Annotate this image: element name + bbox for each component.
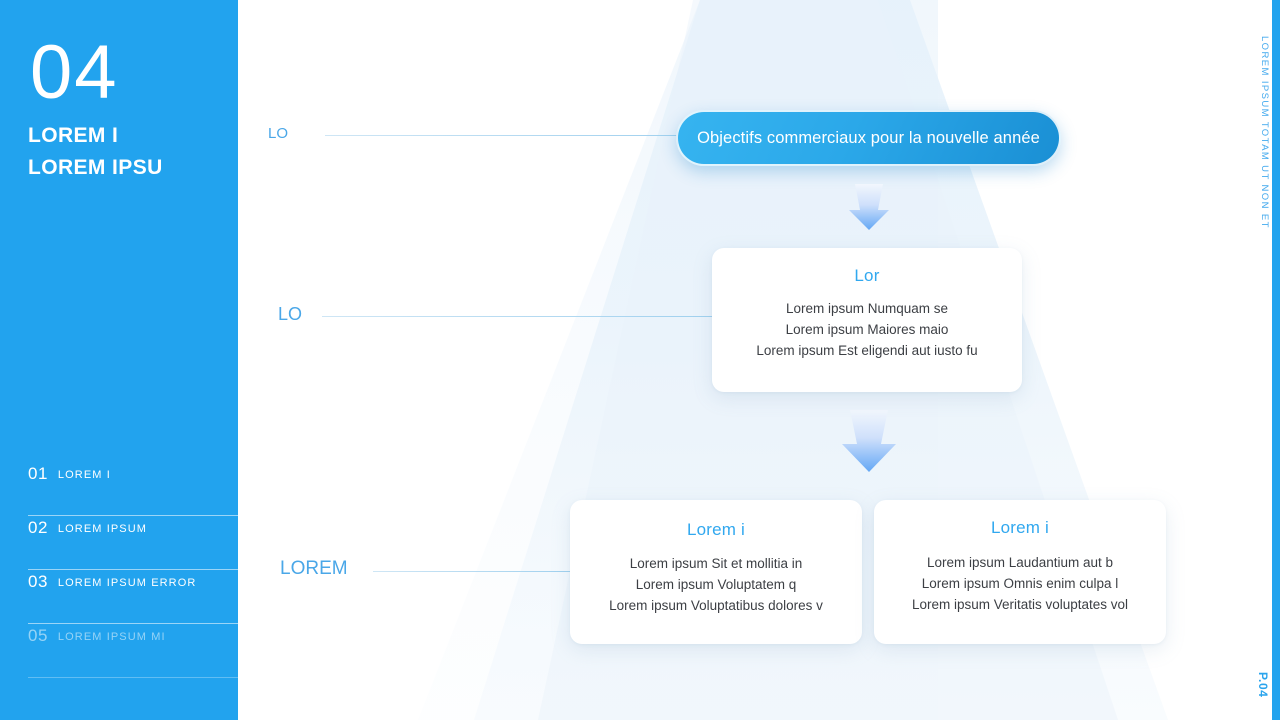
sidebar-item-01[interactable]: 01 LOREM I <box>28 462 238 516</box>
sidebar-item-03-number: 03 <box>28 572 48 591</box>
sidebar-item-02-number: 02 <box>28 518 48 537</box>
sidebar-item-01-number: 01 <box>28 464 48 483</box>
arrow-down-icon-1 <box>849 184 889 230</box>
page-title-line-1: LOREM I <box>28 124 119 147</box>
card-bottom-right-title: Lorem i <box>990 518 1050 537</box>
connector-line-1 <box>325 135 685 136</box>
card-middle[interactable]: Lor Lorem ipsum Numquam se Lorem ipsum M… <box>712 248 1022 392</box>
card-bottom-right-line-1: Lorem ipsum Laudantium aut b <box>926 555 1114 570</box>
card-bottom-left-line-1: Lorem ipsum Sit et mollitia in <box>629 556 803 571</box>
sidebar-item-03[interactable]: 03 LOREM IPSUM ERROR <box>28 570 238 624</box>
sidebar-item-05[interactable]: 05 LOREM IPSUM MI <box>28 624 238 678</box>
sidebar-nav: 01 LOREM I 02 LOREM IPSUM 03 LOREM IPSUM… <box>28 462 238 678</box>
connector-line-3 <box>373 571 573 572</box>
card-bottom-left[interactable]: Lorem i Lorem ipsum Sit et mollitia in L… <box>570 500 862 644</box>
card-bottom-right-line-2: Lorem ipsum Omnis enim culpa l <box>921 576 1119 591</box>
vertical-side-note: LOREM IPSUM TOTAM UT NON ET <box>1259 36 1270 229</box>
objective-pill-label: Objectifs commerciaux pour la nouvelle a… <box>697 128 1040 147</box>
card-middle-line-3: Lorem ipsum Est eligendi aut iusto fu <box>756 343 978 358</box>
page-title-line-2: LOREM IPSU <box>28 156 163 179</box>
card-bottom-right-line-3: Lorem ipsum Veritatis voluptates vol <box>911 597 1129 612</box>
sidebar-item-02-label: LOREM IPSUM <box>57 523 148 535</box>
sidebar-item-03-label: LOREM IPSUM ERROR <box>57 577 197 589</box>
card-bottom-right[interactable]: Lorem i Lorem ipsum Laudantium aut b Lor… <box>874 500 1166 644</box>
connector-line-2 <box>322 316 717 317</box>
sidebar-item-01-label: LOREM I <box>57 469 111 481</box>
objective-pill[interactable]: Objectifs commerciaux pour la nouvelle a… <box>676 110 1061 166</box>
card-bottom-left-line-3: Lorem ipsum Voluptatibus dolores v <box>609 598 823 613</box>
page-number: P.04 <box>1256 672 1270 698</box>
card-bottom-left-title: Lorem i <box>686 520 746 539</box>
sidebar-section-number: 04 <box>30 30 119 115</box>
sidebar: 04 LOREM I LOREM IPSU 01 LOREM I 02 LORE… <box>0 0 238 720</box>
card-middle-title: Lor <box>854 266 880 285</box>
stage-label-1: LO <box>268 125 289 142</box>
card-middle-line-1: Lorem ipsum Numquam se <box>785 301 949 316</box>
sidebar-item-02[interactable]: 02 LOREM IPSUM <box>28 516 238 570</box>
arrow-down-icon-2 <box>842 410 896 472</box>
page-title: LOREM I LOREM IPSU <box>28 120 238 184</box>
card-bottom-left-line-2: Lorem ipsum Voluptatem q <box>635 577 797 592</box>
stage-label-2: LO <box>278 304 303 324</box>
sidebar-item-05-number: 05 <box>28 626 48 645</box>
sidebar-item-05-label: LOREM IPSUM MI <box>57 631 166 643</box>
card-middle-line-2: Lorem ipsum Maiores maio <box>785 322 949 337</box>
stage-label-3: LOREM <box>280 558 348 579</box>
right-accent-bar <box>1272 0 1280 720</box>
